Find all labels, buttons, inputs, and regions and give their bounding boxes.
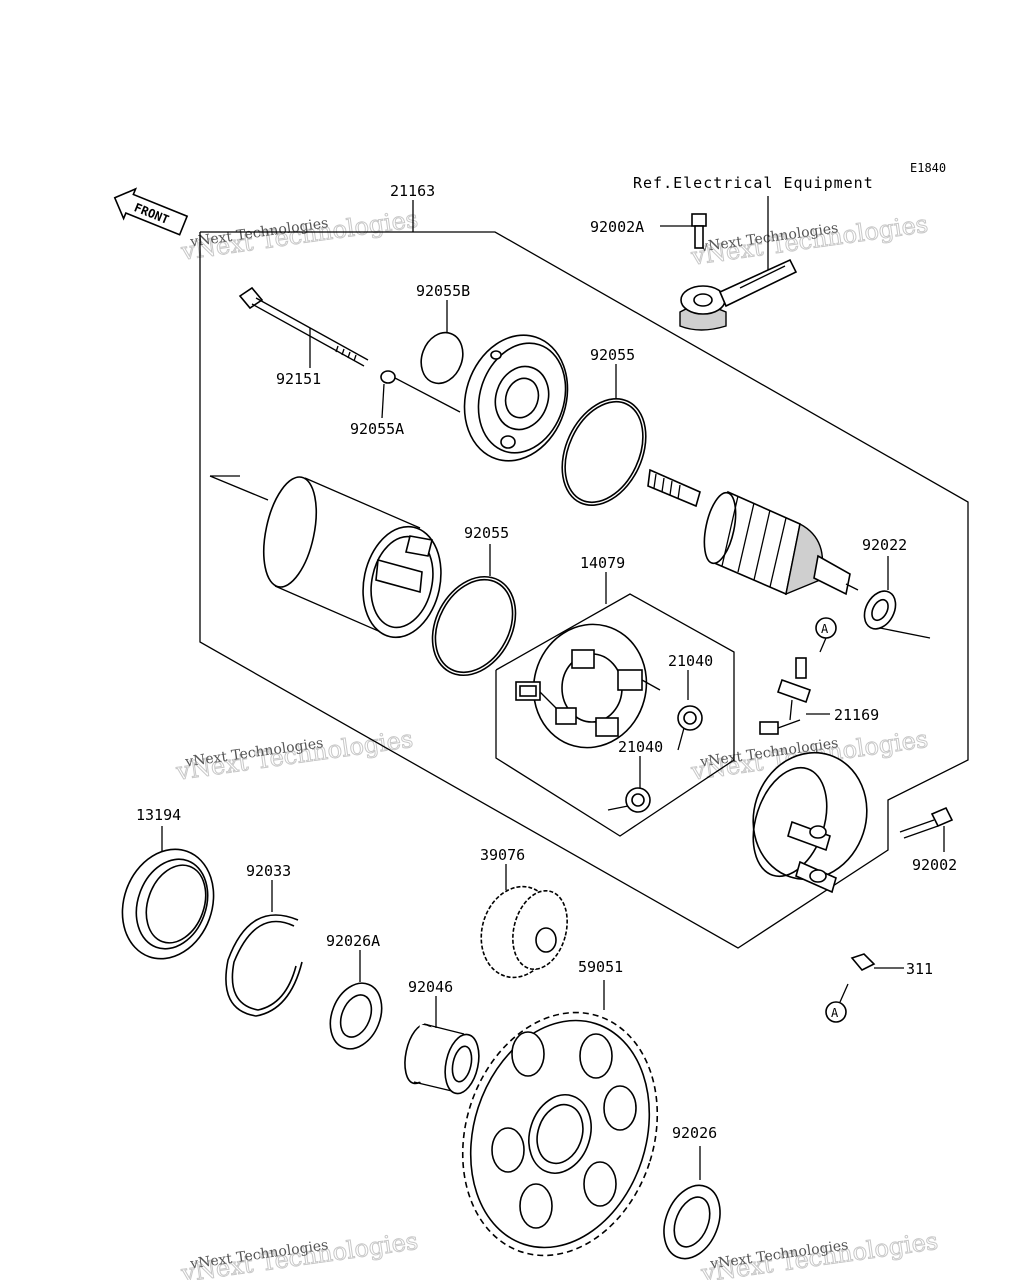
bolt-92151 bbox=[238, 286, 369, 368]
label-92026: 92026 bbox=[672, 1124, 717, 1142]
label-92055-mid: 92055 bbox=[464, 524, 509, 542]
label-21040-upper: 21040 bbox=[668, 652, 713, 670]
label-59051: 59051 bbox=[578, 958, 623, 976]
terminal-21169 bbox=[759, 657, 812, 735]
gear-59051 bbox=[461, 1011, 659, 1257]
label-92026a: 92026A bbox=[326, 932, 380, 950]
label-92002a: 92002A bbox=[590, 218, 644, 236]
label-311: 311 bbox=[906, 960, 933, 978]
washer-92026a bbox=[329, 982, 383, 1050]
label-92055b: 92055B bbox=[416, 282, 470, 300]
o-ring-92055-upper bbox=[561, 397, 647, 507]
o-ring-92055-lower bbox=[431, 575, 517, 677]
marker-a-bottom bbox=[825, 1001, 847, 1023]
bolt-92002a bbox=[660, 213, 707, 249]
o-ring-92055b bbox=[420, 331, 464, 385]
washer-92026 bbox=[663, 1184, 721, 1260]
label-21040-lower: 21040 bbox=[618, 738, 663, 756]
label-92033: 92033 bbox=[246, 862, 291, 880]
marker-a-top bbox=[815, 617, 837, 639]
assembly-outline bbox=[199, 200, 969, 949]
label-21169: 21169 bbox=[834, 706, 879, 724]
armature bbox=[647, 468, 859, 596]
washer-92022 bbox=[863, 590, 897, 630]
circlip-92033 bbox=[225, 914, 303, 1017]
label-14079: 14079 bbox=[580, 554, 625, 572]
part-labels: 21163 92002A 92055B 92151 92055A 92055 9… bbox=[136, 182, 957, 1142]
cap-311 bbox=[850, 953, 876, 971]
label-13194: 13194 bbox=[136, 806, 181, 824]
brush-holder-box bbox=[495, 593, 735, 837]
label-92046: 92046 bbox=[408, 978, 453, 996]
ref-electrical-equipment: Ref.Electrical Equipment bbox=[633, 174, 874, 192]
label-92151: 92151 bbox=[276, 370, 321, 388]
gear-39076 bbox=[480, 885, 568, 979]
label-39076: 39076 bbox=[480, 846, 525, 864]
clutch-13194 bbox=[121, 848, 215, 960]
rear-cover bbox=[752, 751, 868, 894]
o-ring-92055a bbox=[380, 370, 396, 384]
label-92022: 92022 bbox=[862, 536, 907, 554]
label-21163: 21163 bbox=[390, 182, 435, 200]
bearing-92046 bbox=[404, 1023, 480, 1095]
bolt-92002 bbox=[899, 806, 954, 852]
label-92055a: 92055A bbox=[350, 420, 404, 438]
label-92055-top: 92055 bbox=[590, 346, 635, 364]
label-92002: 92002 bbox=[912, 856, 957, 874]
motor-yoke bbox=[262, 476, 442, 639]
cable-terminal bbox=[679, 258, 798, 331]
diagram-code: E1840 bbox=[910, 161, 946, 175]
front-cover bbox=[463, 334, 569, 462]
brush-holder-14079 bbox=[515, 623, 661, 749]
spring-21040-lower bbox=[607, 787, 651, 813]
spring-21040-upper bbox=[677, 705, 703, 751]
marker-a-label: A bbox=[831, 1006, 839, 1020]
front-arrow-icon: FRONT bbox=[113, 187, 189, 236]
marker-a-label: A bbox=[821, 622, 829, 636]
